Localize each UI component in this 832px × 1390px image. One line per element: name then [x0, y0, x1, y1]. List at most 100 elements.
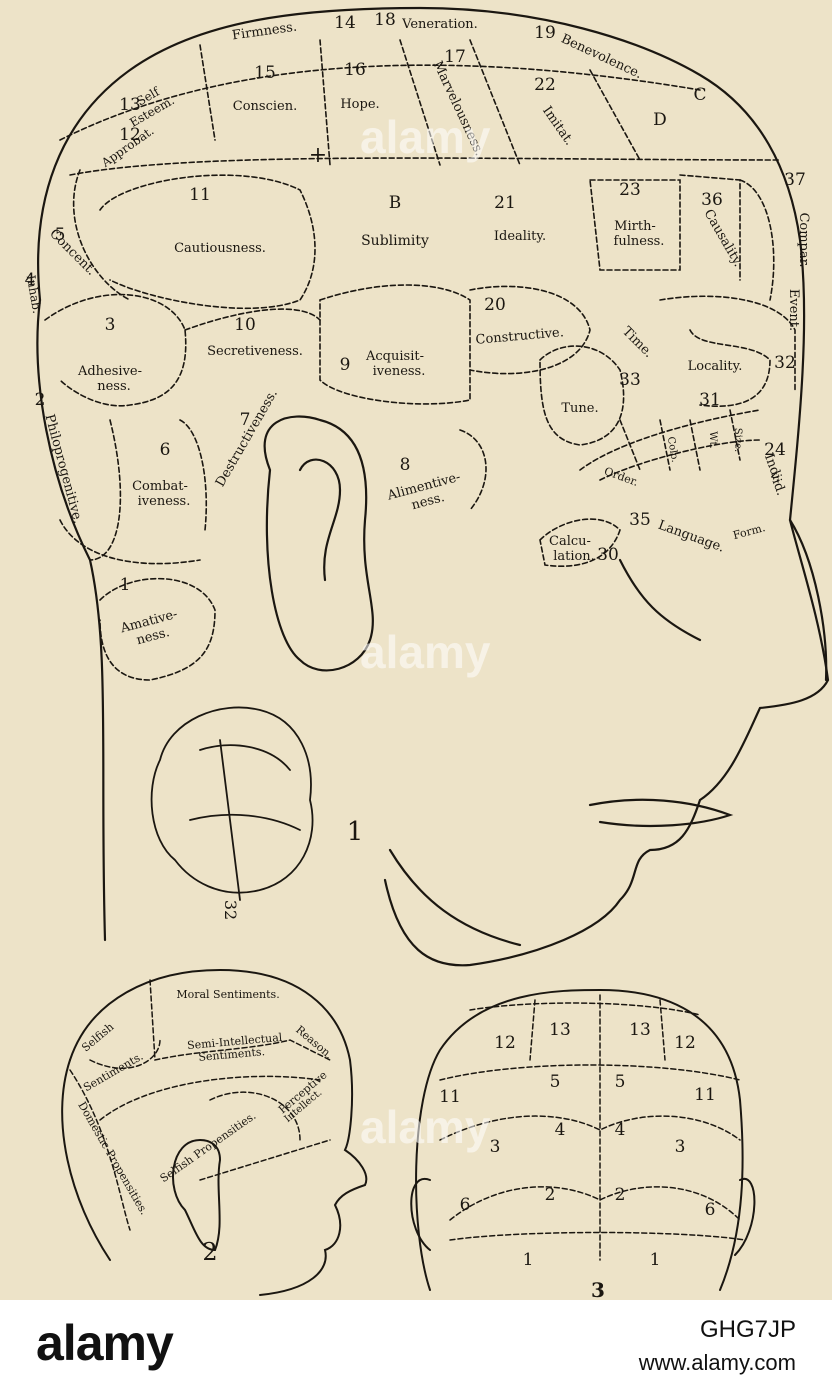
region-11-label: Cautiousness. — [174, 241, 266, 256]
region-35-number: 35 — [629, 510, 651, 530]
region-B-label: Sublimity — [361, 233, 429, 249]
region-3-number: 3 — [105, 315, 116, 335]
fig3-number-8: 3 — [490, 1137, 501, 1157]
fig2-head — [61, 968, 368, 1296]
region-34-label: Time. — [619, 324, 656, 361]
region-2-label: Philoprogenitive. — [42, 413, 86, 526]
region-20-label: Constructive. — [475, 325, 564, 348]
fig3-number-4: 11 — [439, 1087, 461, 1107]
region-32-label: Event. — [786, 289, 801, 331]
fig3-number-9: 4 — [555, 1120, 566, 1140]
fig2-label-5: Reason. — [293, 1023, 335, 1061]
fig1-neck-back — [36, 298, 107, 942]
region-9-label: Acquisit- — [365, 349, 424, 364]
region-24-label-line2: vid. — [766, 469, 789, 498]
fig1-ear-outer — [263, 415, 374, 672]
region-4-number: 4 — [25, 270, 36, 290]
region-5-number: 5 — [55, 225, 66, 245]
fig2-label-0: Moral Sentiments. — [176, 988, 279, 1001]
region-33-number: 33 — [619, 370, 641, 390]
fig1-skull-number: 32 — [221, 900, 240, 920]
fig3-number-14: 2 — [615, 1185, 626, 1205]
region-16-number: 16 — [344, 60, 366, 80]
region-10-number: 10 — [234, 315, 256, 335]
fig3-number-2: 13 — [629, 1020, 651, 1040]
region-24-number: 24 — [764, 440, 786, 460]
region-4-label: Inhab. — [24, 274, 45, 315]
region-25-label: Form. — [732, 521, 767, 542]
site-url-link[interactable]: www.alamy.com — [638, 1350, 796, 1375]
fig3-number-3: 12 — [674, 1033, 696, 1053]
fig2-label-4: Sentiments. — [198, 1045, 266, 1064]
phrenology-illustration: 1Amative-ness.2Philoprogenitive.3Adhesiv… — [24, 6, 830, 1302]
region-36-label: Causality. — [701, 207, 746, 270]
fig3-number-12: 6 — [460, 1195, 471, 1215]
fig2-label-9: Domestic Propensities. — [75, 1099, 150, 1217]
fig2-number: 2 — [202, 1238, 217, 1266]
region-19-label: Benevolence. — [559, 31, 645, 82]
region-17-label: Marvelousness. — [430, 59, 487, 159]
region-32-number: 32 — [774, 353, 796, 373]
region-29-label: Order. — [602, 465, 640, 489]
region-19-number: 19 — [534, 23, 556, 43]
fig1-skull-vignette — [150, 706, 314, 901]
fig3-number-16: 1 — [523, 1250, 534, 1270]
region-18-label: Veneration. — [401, 17, 478, 32]
image-id-label: GHG7JP — [699, 1316, 796, 1343]
fig1-chin-line — [388, 848, 522, 947]
stock-site-logo[interactable]: alamy — [36, 1315, 174, 1371]
region-37-label: Compar. — [796, 212, 811, 267]
region-12-number: 12 — [119, 125, 141, 145]
fig1-nose — [788, 518, 828, 682]
fig1-eye — [618, 558, 702, 642]
fig3-number-13: 2 — [545, 1185, 556, 1205]
fig3-number-7: 11 — [694, 1085, 716, 1105]
fig1-mouth — [588, 798, 734, 828]
region-22-number: 22 — [534, 75, 556, 95]
region-16-label: Hope. — [340, 97, 379, 112]
fig3-number-11: 3 — [675, 1137, 686, 1157]
region-21-number: 21 — [494, 193, 516, 213]
region-17-number: 17 — [444, 47, 466, 67]
region-B-number: B — [389, 193, 402, 213]
region-14-number: 14 — [334, 13, 356, 33]
region-28-label: Colo. — [665, 436, 680, 463]
region-6-label-line2: iveness. — [138, 494, 191, 509]
fig3-number-5: 5 — [550, 1072, 561, 1092]
region-6-label: Combat- — [132, 479, 188, 494]
region-7-number: 7 — [240, 410, 251, 430]
region-1-number: 1 — [120, 575, 131, 595]
fig1-plus-mark: + — [309, 143, 327, 168]
region-2-number: 2 — [35, 390, 46, 410]
region-23-label: Mirth- — [614, 219, 656, 234]
region-D-number: D — [653, 110, 667, 130]
region-C-number: C — [693, 85, 706, 105]
region-15-number: 15 — [254, 63, 276, 83]
region-37-number: 37 — [784, 170, 806, 190]
region-9-number: 9 — [340, 355, 351, 375]
region-18-number: 18 — [374, 10, 396, 30]
region-9-label-line2: iveness. — [373, 364, 426, 379]
region-30-number: 30 — [597, 545, 619, 565]
region-36-number: 36 — [701, 190, 723, 210]
fig2-label-2: Sentiments. — [81, 1050, 145, 1095]
region-15-label: Conscien. — [233, 99, 297, 114]
region-33-label: Tune. — [561, 401, 598, 416]
fig3-head — [410, 988, 756, 1291]
region-20-number: 20 — [484, 295, 506, 315]
region-27-label: Wt. — [707, 431, 718, 448]
region-35-label: Language. — [656, 518, 726, 556]
region-7-label: Destructiveness. — [213, 387, 281, 490]
region-30-label-line2: lation. — [553, 549, 595, 564]
region-26-label: Size. — [732, 428, 743, 452]
region-21-label: Ideality. — [494, 229, 546, 244]
fig1-ear-inner — [298, 458, 342, 582]
region-23-label-line2: fulness. — [614, 234, 665, 249]
region-31-number: 31 — [699, 390, 721, 410]
region-8-number: 8 — [400, 455, 411, 475]
region-22-label: Imitat. — [539, 104, 576, 149]
fig1-number: 1 — [347, 817, 364, 847]
fig2-label-1: Selfish — [79, 1020, 116, 1054]
